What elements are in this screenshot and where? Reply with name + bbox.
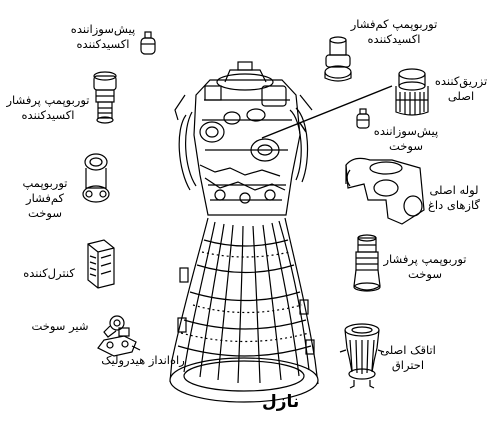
- label-ox-lp-turbopump: توربوپمپ کم‌فشار اکسیدکننده: [350, 17, 438, 46]
- controller-icon: [87, 239, 115, 289]
- label-main-injector: تزریق‌کننده اصلی: [434, 74, 488, 103]
- nozzle-drawing: [169, 217, 319, 403]
- fuel-hp-turbopump-icon: [353, 234, 381, 292]
- label-fuel-valve: شیر سوخت: [31, 319, 89, 333]
- fuel-preburner-icon: [356, 108, 370, 129]
- label-controller: کنترل‌کننده: [23, 266, 75, 280]
- leader-line-main-injector: [261, 85, 393, 139]
- label-hot-gas-manifold: لوله‌ اصلی گازهای داغ: [428, 183, 480, 212]
- fuel-lp-turbopump-icon: [82, 153, 110, 203]
- label-nozzle: نازل: [262, 392, 300, 412]
- label-ox-injector: پیش‌سوزاننده اکسیدکننده: [70, 22, 136, 51]
- ox-hp-turbopump-icon: [93, 71, 117, 124]
- main-injector-icon: [395, 68, 429, 116]
- label-fuel-preburner: پیش‌سوزاننده سوخت: [373, 124, 439, 153]
- label-fuel-lp-turbopump: توربوپمپ کم‌فشار سوخت: [22, 176, 68, 220]
- main-combustion-chamber-icon: [339, 323, 385, 389]
- label-fuel-hp-turbopump: توربوپمپ پرفشار سوخت: [383, 252, 467, 281]
- label-ox-hp-turbopump: توربوپمپ پرفشار اکسیدکننده: [6, 93, 90, 122]
- ox-injector-icon: [140, 31, 156, 55]
- powerhead-drawing: [174, 61, 313, 216]
- hot-gas-manifold-icon: [345, 157, 425, 225]
- fuel-valve-icon: [103, 315, 130, 338]
- label-main-combustion-chamber: اتاقک اصلی احتراق: [380, 343, 436, 372]
- ox-lp-turbopump-icon: [324, 36, 352, 82]
- label-hydraulic-actuator: راه‌انداز هیدرولیک: [101, 353, 185, 367]
- hydraulic-actuator-icon: [97, 335, 141, 357]
